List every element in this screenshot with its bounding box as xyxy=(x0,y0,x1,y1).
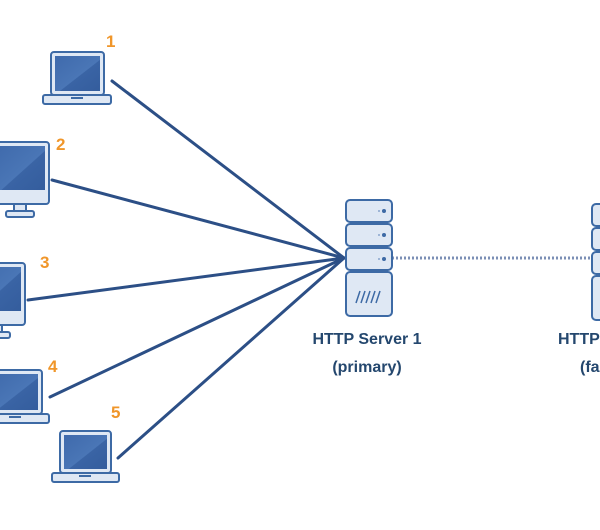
connection-client-5 xyxy=(116,256,346,460)
server-2-name: HTTP Server 2 xyxy=(558,331,600,348)
connection-client-4 xyxy=(48,256,346,399)
server-2-role: (failover) xyxy=(580,359,600,376)
connection-client-3 xyxy=(26,256,346,302)
connections xyxy=(26,79,346,460)
server-1-icon[interactable] xyxy=(345,199,393,317)
connection-client-2 xyxy=(50,178,346,260)
client-5-laptop-icon[interactable] xyxy=(51,430,120,483)
client-3-desktop-icon[interactable] xyxy=(0,262,26,339)
server-2-icon[interactable] xyxy=(591,203,600,321)
client-5-number: 5 xyxy=(111,403,120,422)
client-2-number: 2 xyxy=(56,135,65,154)
client-3-number: 3 xyxy=(40,253,49,272)
client-4-laptop-icon[interactable] xyxy=(0,369,50,424)
client-1-laptop-icon[interactable] xyxy=(42,51,112,105)
client-2-desktop-icon[interactable] xyxy=(0,141,50,218)
server-1-role: (primary) xyxy=(332,359,401,376)
client-4-number: 4 xyxy=(48,357,58,376)
client-1-number: 1 xyxy=(106,32,115,51)
connection-client-1 xyxy=(110,79,346,260)
server-1-name: HTTP Server 1 xyxy=(312,331,421,348)
